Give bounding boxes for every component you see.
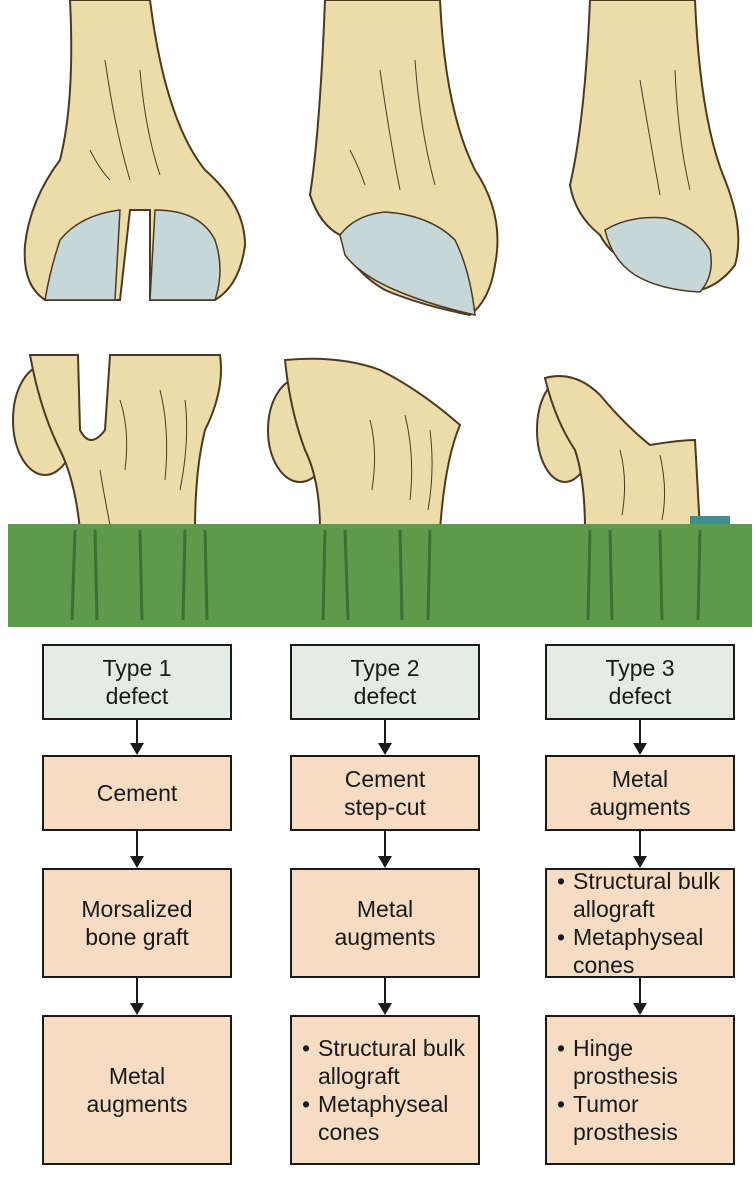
bullet-item: Hinge prosthesis: [553, 1034, 727, 1090]
arrow-down: [378, 978, 392, 1015]
column-3-step-3-box: Hinge prosthesisTumor prosthesis: [545, 1015, 735, 1165]
arrow-down: [633, 831, 647, 868]
type-label-line: defect: [106, 682, 169, 710]
knee-defect-illustration: [0, 0, 755, 630]
tibia-type2-illustration: [268, 359, 460, 530]
step-text-line: Cement: [97, 779, 178, 807]
tibia-type3-illustration: [537, 376, 700, 530]
step-text-line: Metal: [357, 895, 413, 923]
femur-type1-illustration: [25, 0, 245, 300]
column-2-step-3-box: Structural bulk allograftMetaphyseal con…: [290, 1015, 480, 1165]
step-text-line: Morsalized: [81, 895, 192, 923]
step-text-line: Cement: [345, 765, 426, 793]
type-label-line: Type 2: [350, 654, 419, 682]
femur-type2-illustration: [310, 0, 498, 315]
bullet-item: Structural bulk allograft: [553, 867, 727, 923]
bullet-list: Structural bulk allograftMetaphyseal con…: [292, 1034, 478, 1146]
arrow-down: [378, 720, 392, 755]
tibia-type1-illustration: [13, 355, 221, 530]
type-label-line: defect: [354, 682, 417, 710]
step-text-line: step-cut: [344, 793, 426, 821]
type-label-line: Type 1: [102, 654, 171, 682]
column-1-step-1-box: Cement: [42, 755, 232, 831]
type-label-line: defect: [609, 682, 672, 710]
step-text-line: Metal: [612, 765, 668, 793]
arrow-down: [378, 831, 392, 868]
bullet-list: Hinge prosthesisTumor prosthesis: [547, 1034, 733, 1146]
step-text-line: augments: [334, 923, 435, 951]
arrow-down: [633, 978, 647, 1015]
bullet-item: Structural bulk allograft: [298, 1034, 472, 1090]
bullet-list: Structural bulk allograftMetaphyseal con…: [547, 867, 733, 979]
step-text-line: augments: [86, 1090, 187, 1118]
column-3-step-2-box: Structural bulk allograftMetaphyseal con…: [545, 868, 735, 978]
step-text-line: Metal: [109, 1062, 165, 1090]
bullet-item: Metaphyseal cones: [553, 923, 727, 979]
bullet-item: Tumor prosthesis: [553, 1090, 727, 1146]
arrow-down: [130, 831, 144, 868]
arrow-down: [130, 978, 144, 1015]
green-band: [8, 516, 752, 627]
bullet-item: Metaphyseal cones: [298, 1090, 472, 1146]
step-text-line: augments: [589, 793, 690, 821]
type-label-line: Type 3: [605, 654, 674, 682]
step-text-line: bone graft: [85, 923, 189, 951]
femur-type3-illustration: [570, 0, 738, 292]
arrow-down: [130, 720, 144, 755]
arrow-down: [633, 720, 647, 755]
